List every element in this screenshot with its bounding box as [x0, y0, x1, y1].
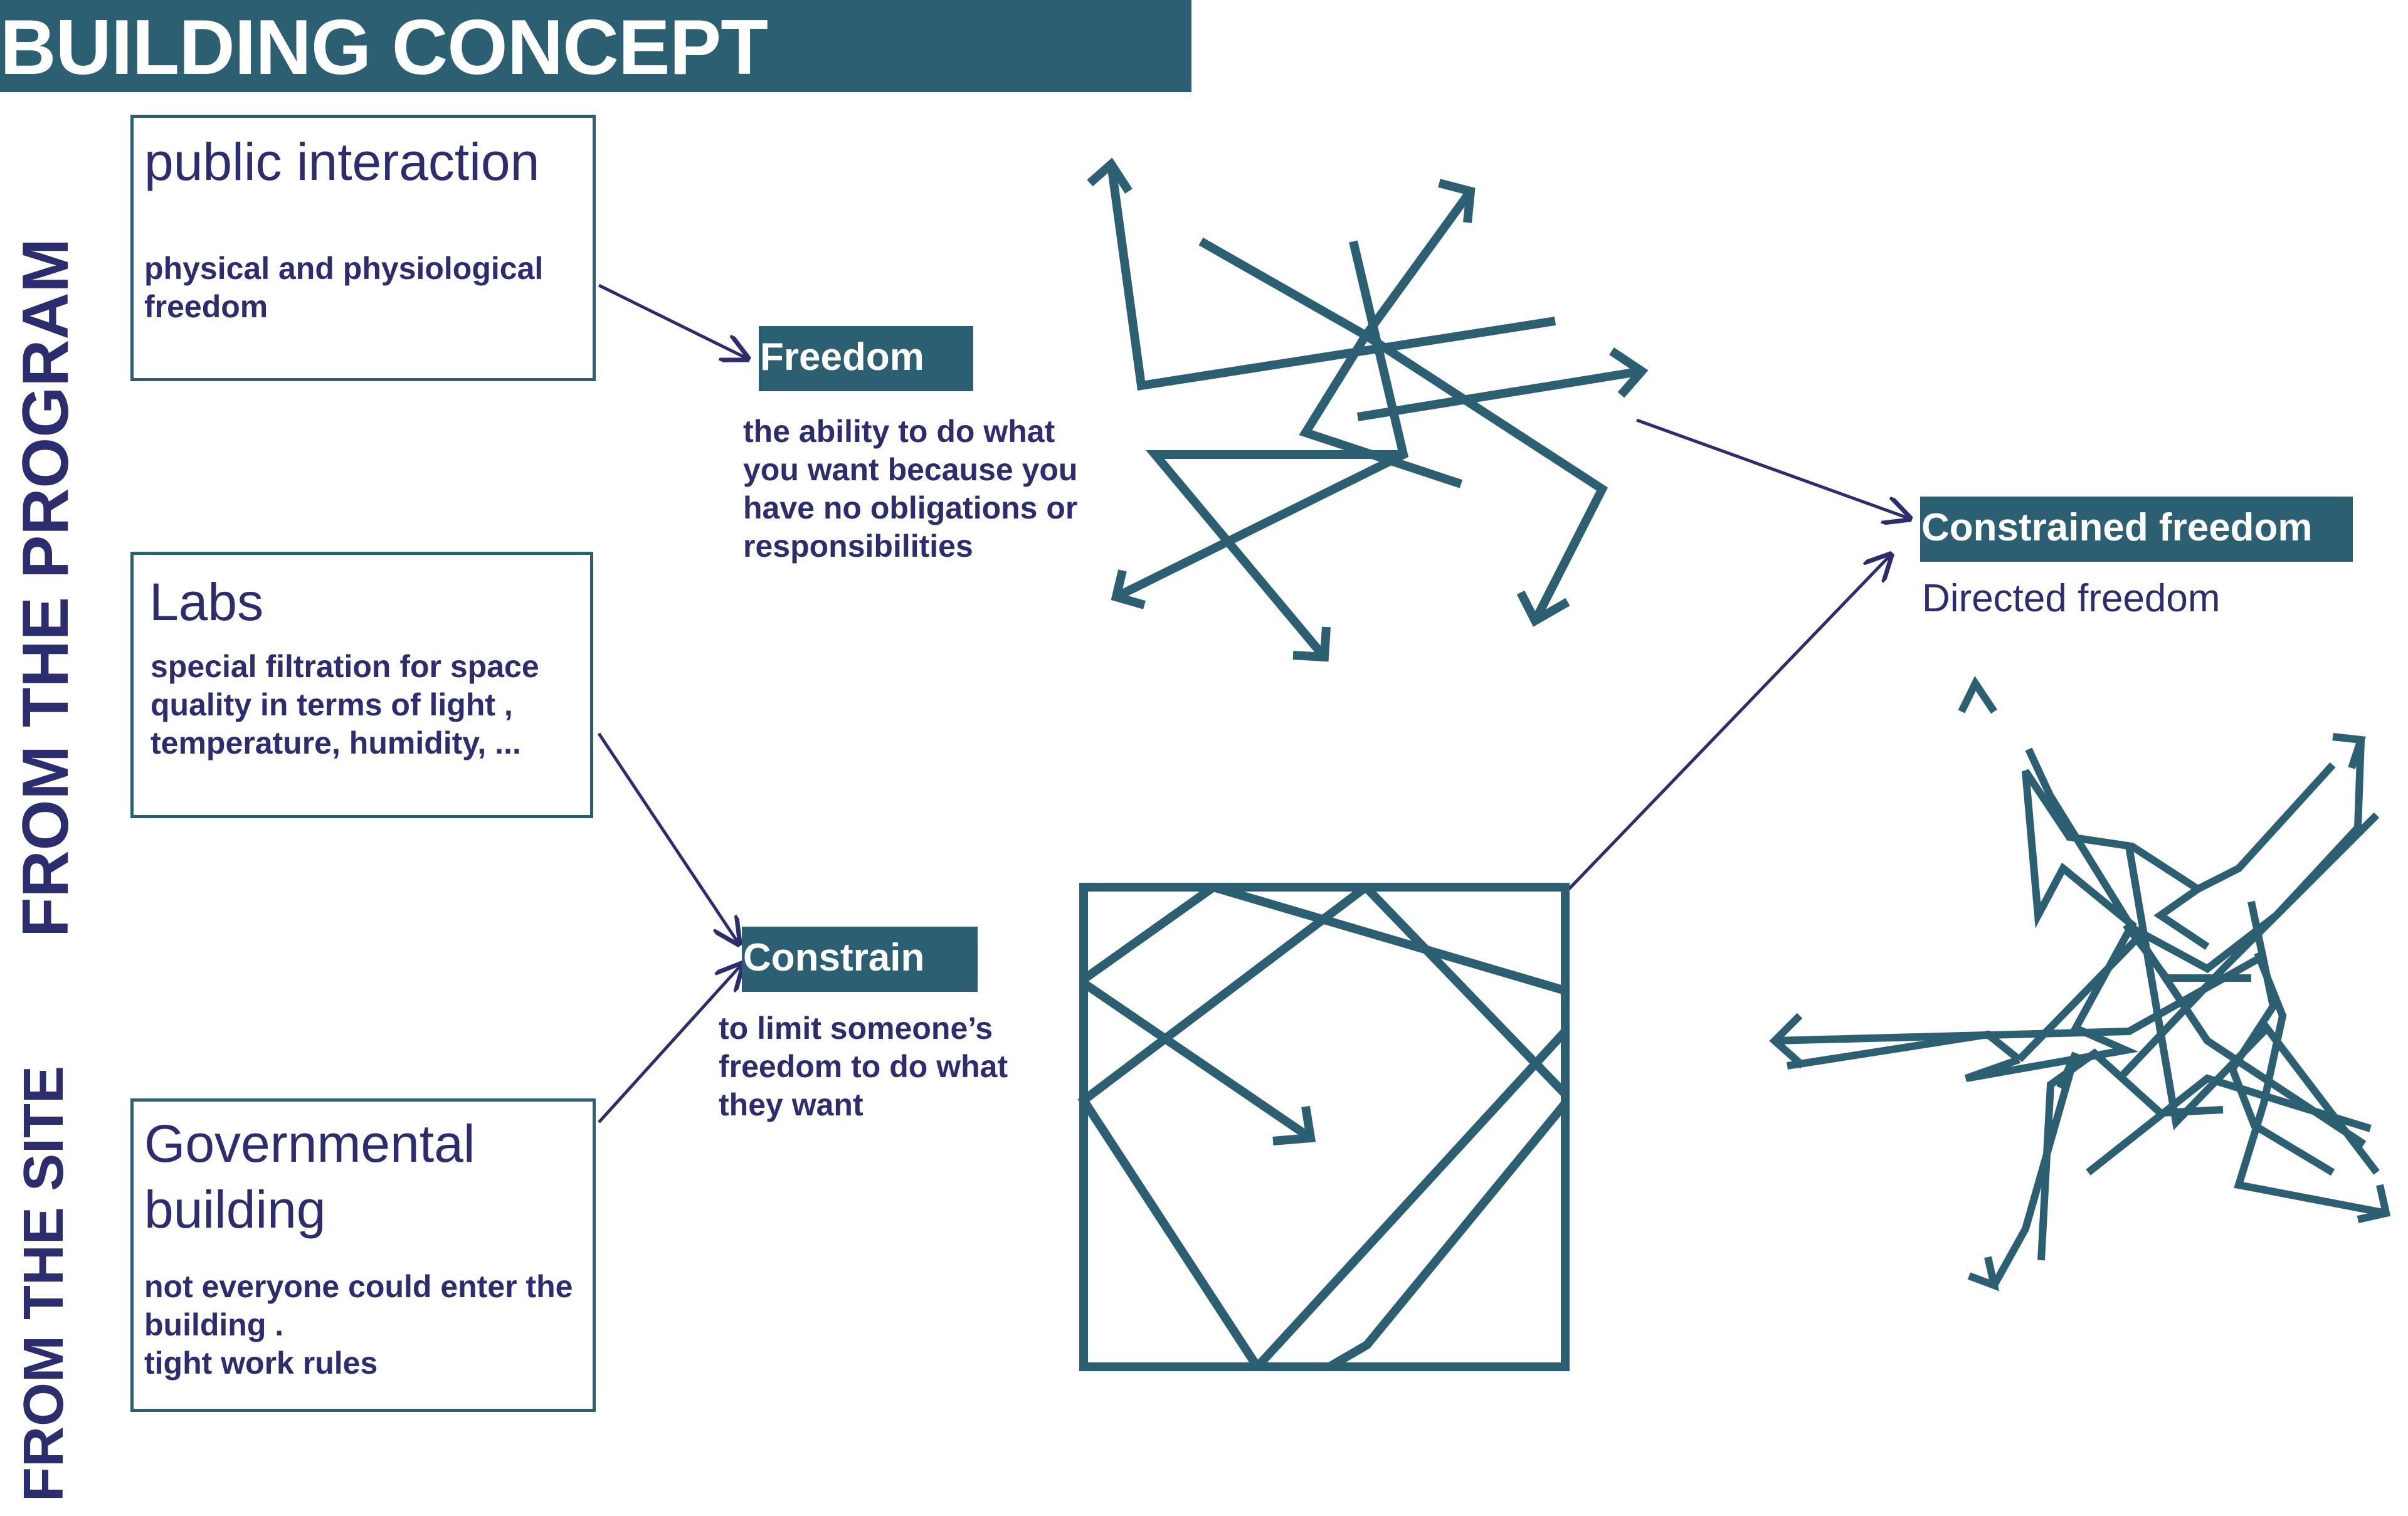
connector-freedom-sketch-to-constrained	[1636, 418, 1909, 518]
constrained-freedom-sketch	[1769, 675, 2391, 1292]
constrain-sketch	[1077, 883, 1570, 1371]
box-public-interaction: public interaction physical and physiolo…	[130, 115, 596, 381]
box-labs: Labs special filtration for space qualit…	[130, 552, 593, 818]
box-labs-title: Labs	[149, 572, 264, 631]
box-public-title: public interaction	[144, 132, 540, 191]
constrained-freedom-subtitle: Directed freedom	[1922, 577, 2221, 620]
freedom-sketch	[1087, 157, 1649, 662]
constrain-definition: to limit someone’s freedom to do what th…	[719, 1011, 1008, 1122]
tag-freedom: Freedom	[759, 326, 973, 391]
page-title: BUILDING CONCEPT	[0, 4, 768, 91]
connector-gov-to-constrain	[598, 964, 742, 1124]
title-banner	[0, 0, 1191, 92]
tag-constrain: Constrain	[742, 927, 978, 992]
box-governmental-building: Governmental building not everyone could…	[130, 1098, 596, 1412]
connector-constrain-sketch-to-constrained	[1566, 555, 1891, 892]
box-gov-title: Governmental building	[144, 1114, 475, 1239]
tag-constrained-freedom: Constrained freedom	[1920, 497, 2353, 562]
freedom-definition: the ability to do what you want because …	[743, 414, 1078, 564]
box-gov-desc: not everyone could enter the building . …	[144, 1269, 573, 1381]
box-labs-desc: special filtration for space quality in …	[150, 649, 539, 761]
connector-public-to-freedom	[598, 283, 747, 359]
box-public-desc: physical and physiological freedom	[144, 251, 544, 324]
connector-labs-to-constrain	[597, 732, 739, 944]
